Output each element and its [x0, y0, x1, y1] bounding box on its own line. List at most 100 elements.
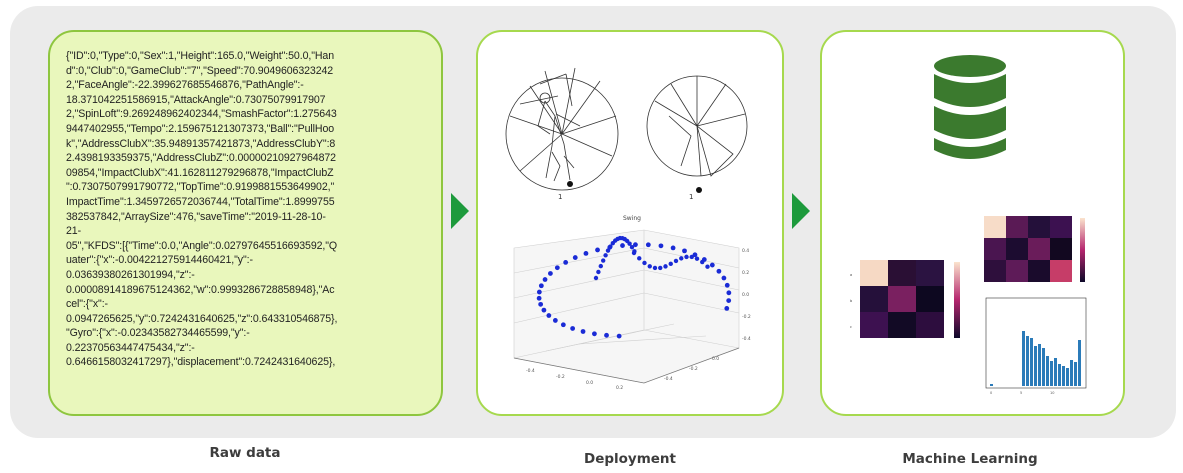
bar	[1022, 331, 1025, 386]
scatter-point	[538, 301, 544, 307]
raw-json-line: 21-	[66, 225, 82, 238]
bar	[1030, 338, 1033, 386]
raw-json-line: 9447402955,"Tempo":2.159675121307373,"Ba…	[66, 122, 335, 135]
scatter-point	[554, 265, 560, 271]
scatter-point	[608, 244, 613, 249]
scatter-point	[620, 243, 625, 248]
scatter-point	[603, 253, 608, 258]
svg-text:5: 5	[1020, 391, 1022, 395]
raw-json-line: "Gyro":{"x":-0.02343582734465599,"y":-	[66, 327, 250, 340]
svg-text:a: a	[850, 273, 852, 277]
scatter-point	[721, 275, 727, 281]
bar	[1034, 346, 1037, 386]
bar	[990, 384, 993, 386]
scatter-point	[572, 255, 578, 260]
scatter-point	[673, 258, 679, 264]
raw-json-line: 0.22370563447475434,"z":-	[66, 341, 195, 354]
scatter-point	[637, 256, 642, 261]
scatter-point	[726, 290, 732, 296]
scatter-point	[726, 298, 732, 303]
database-icon	[934, 55, 1006, 159]
svg-text:1: 1	[558, 193, 562, 201]
swing-motion-diagram-side: 1	[646, 75, 748, 201]
scatter-point	[668, 261, 673, 267]
bar	[1078, 340, 1081, 386]
scatter-point	[595, 247, 600, 253]
svg-text:-0.2: -0.2	[742, 314, 751, 320]
scatter-point	[633, 242, 638, 248]
raw-json-line: k","AddressClubX":35.94891357421873,"Add…	[66, 137, 336, 150]
scatter-point	[536, 289, 542, 295]
svg-text:0.0: 0.0	[742, 292, 749, 298]
bar	[1050, 361, 1053, 386]
raw-json-line: 18.371042251586915,"AttackAngle":0.73075…	[66, 93, 326, 106]
scatter-point	[629, 244, 635, 250]
raw-json-line: 2,"SpinLoft":9.269248962402344,"SmashFac…	[66, 108, 337, 121]
scatter-point	[692, 252, 698, 258]
raw-json-line: uater":{"x":-0.004221275914460421,"y":-	[66, 254, 253, 267]
scatter-point	[724, 282, 730, 288]
raw-data-caption: Raw data	[209, 445, 281, 461]
svg-text:0.2: 0.2	[742, 270, 749, 276]
machine-learning-caption: Machine Learning	[902, 451, 1038, 467]
bar	[1054, 358, 1057, 386]
svg-text:0.0: 0.0	[712, 356, 719, 362]
scatter-point	[631, 250, 637, 256]
scatter-point	[684, 254, 689, 260]
scatter-point	[542, 277, 548, 282]
scatter-point	[604, 332, 609, 338]
svg-text:0.4: 0.4	[742, 248, 749, 254]
scatter-point	[598, 263, 603, 269]
svg-text:-0.4: -0.4	[664, 376, 673, 382]
svg-text:-0.2: -0.2	[689, 366, 698, 372]
deployment-caption: Deployment	[583, 451, 676, 467]
plot-title: Swing	[623, 215, 641, 222]
scatter-point	[694, 256, 700, 261]
swing-3d-scatter-plot: Swing 0.40.20.0-0.2-0.4 -0.4-0.20.00.2 -…	[513, 215, 751, 391]
raw-json-line: 2.4398193359375,"AddressClubZ":0.0000021…	[66, 152, 336, 165]
svg-text:-0.2: -0.2	[556, 374, 565, 380]
svg-text:1: 1	[689, 193, 693, 201]
scatter-point	[592, 331, 597, 337]
scatter-point	[541, 307, 547, 313]
scatter-point	[724, 305, 730, 311]
bar	[1066, 368, 1069, 386]
svg-text:c: c	[850, 325, 852, 329]
scatter-point	[570, 326, 576, 331]
scatter-point	[616, 333, 622, 339]
bar	[1058, 364, 1061, 386]
arrow-right-icon	[451, 193, 469, 229]
raw-json-line: ImpactTime":1.3459726572036744,"TotalTim…	[66, 195, 335, 208]
raw-json-line: 0.0947265625,"y":0.7242431640625,"z":0.6…	[66, 312, 338, 325]
scatter-point	[658, 265, 663, 271]
bar	[1046, 356, 1049, 386]
scatter-point	[716, 268, 722, 274]
bar-series	[990, 331, 1081, 386]
scatter-point	[689, 254, 694, 260]
raw-json-line: 0.00008914189675124362,"w":0.99932867288…	[66, 283, 335, 296]
scatter-point	[601, 258, 606, 263]
bar	[1074, 362, 1077, 386]
raw-json-line: 2,"FaceAngle":-22.399627685546876,"PathA…	[66, 79, 304, 92]
scatter-point	[583, 251, 589, 256]
scatter-point	[580, 329, 586, 334]
bar	[1062, 366, 1065, 386]
correlation-heatmap-small: abc	[850, 260, 960, 338]
scatter-point	[709, 262, 715, 268]
scatter-point	[548, 271, 553, 276]
scatter-point	[593, 275, 599, 281]
svg-text:0.0: 0.0	[586, 380, 593, 386]
raw-json-line: ":0.7307507991790772,"TopTime":0.9199881…	[66, 181, 335, 194]
svg-text:0: 0	[990, 391, 992, 395]
swing-motion-diagram-front: 1	[505, 67, 619, 201]
bar	[1070, 360, 1073, 386]
scatter-points	[536, 235, 732, 339]
svg-text:0.2: 0.2	[616, 385, 623, 391]
scatter-point	[658, 243, 664, 249]
scatter-point	[663, 264, 668, 269]
scatter-point	[700, 259, 705, 265]
bar	[1042, 348, 1045, 386]
scatter-point	[552, 318, 558, 323]
scatter-point	[627, 241, 632, 246]
